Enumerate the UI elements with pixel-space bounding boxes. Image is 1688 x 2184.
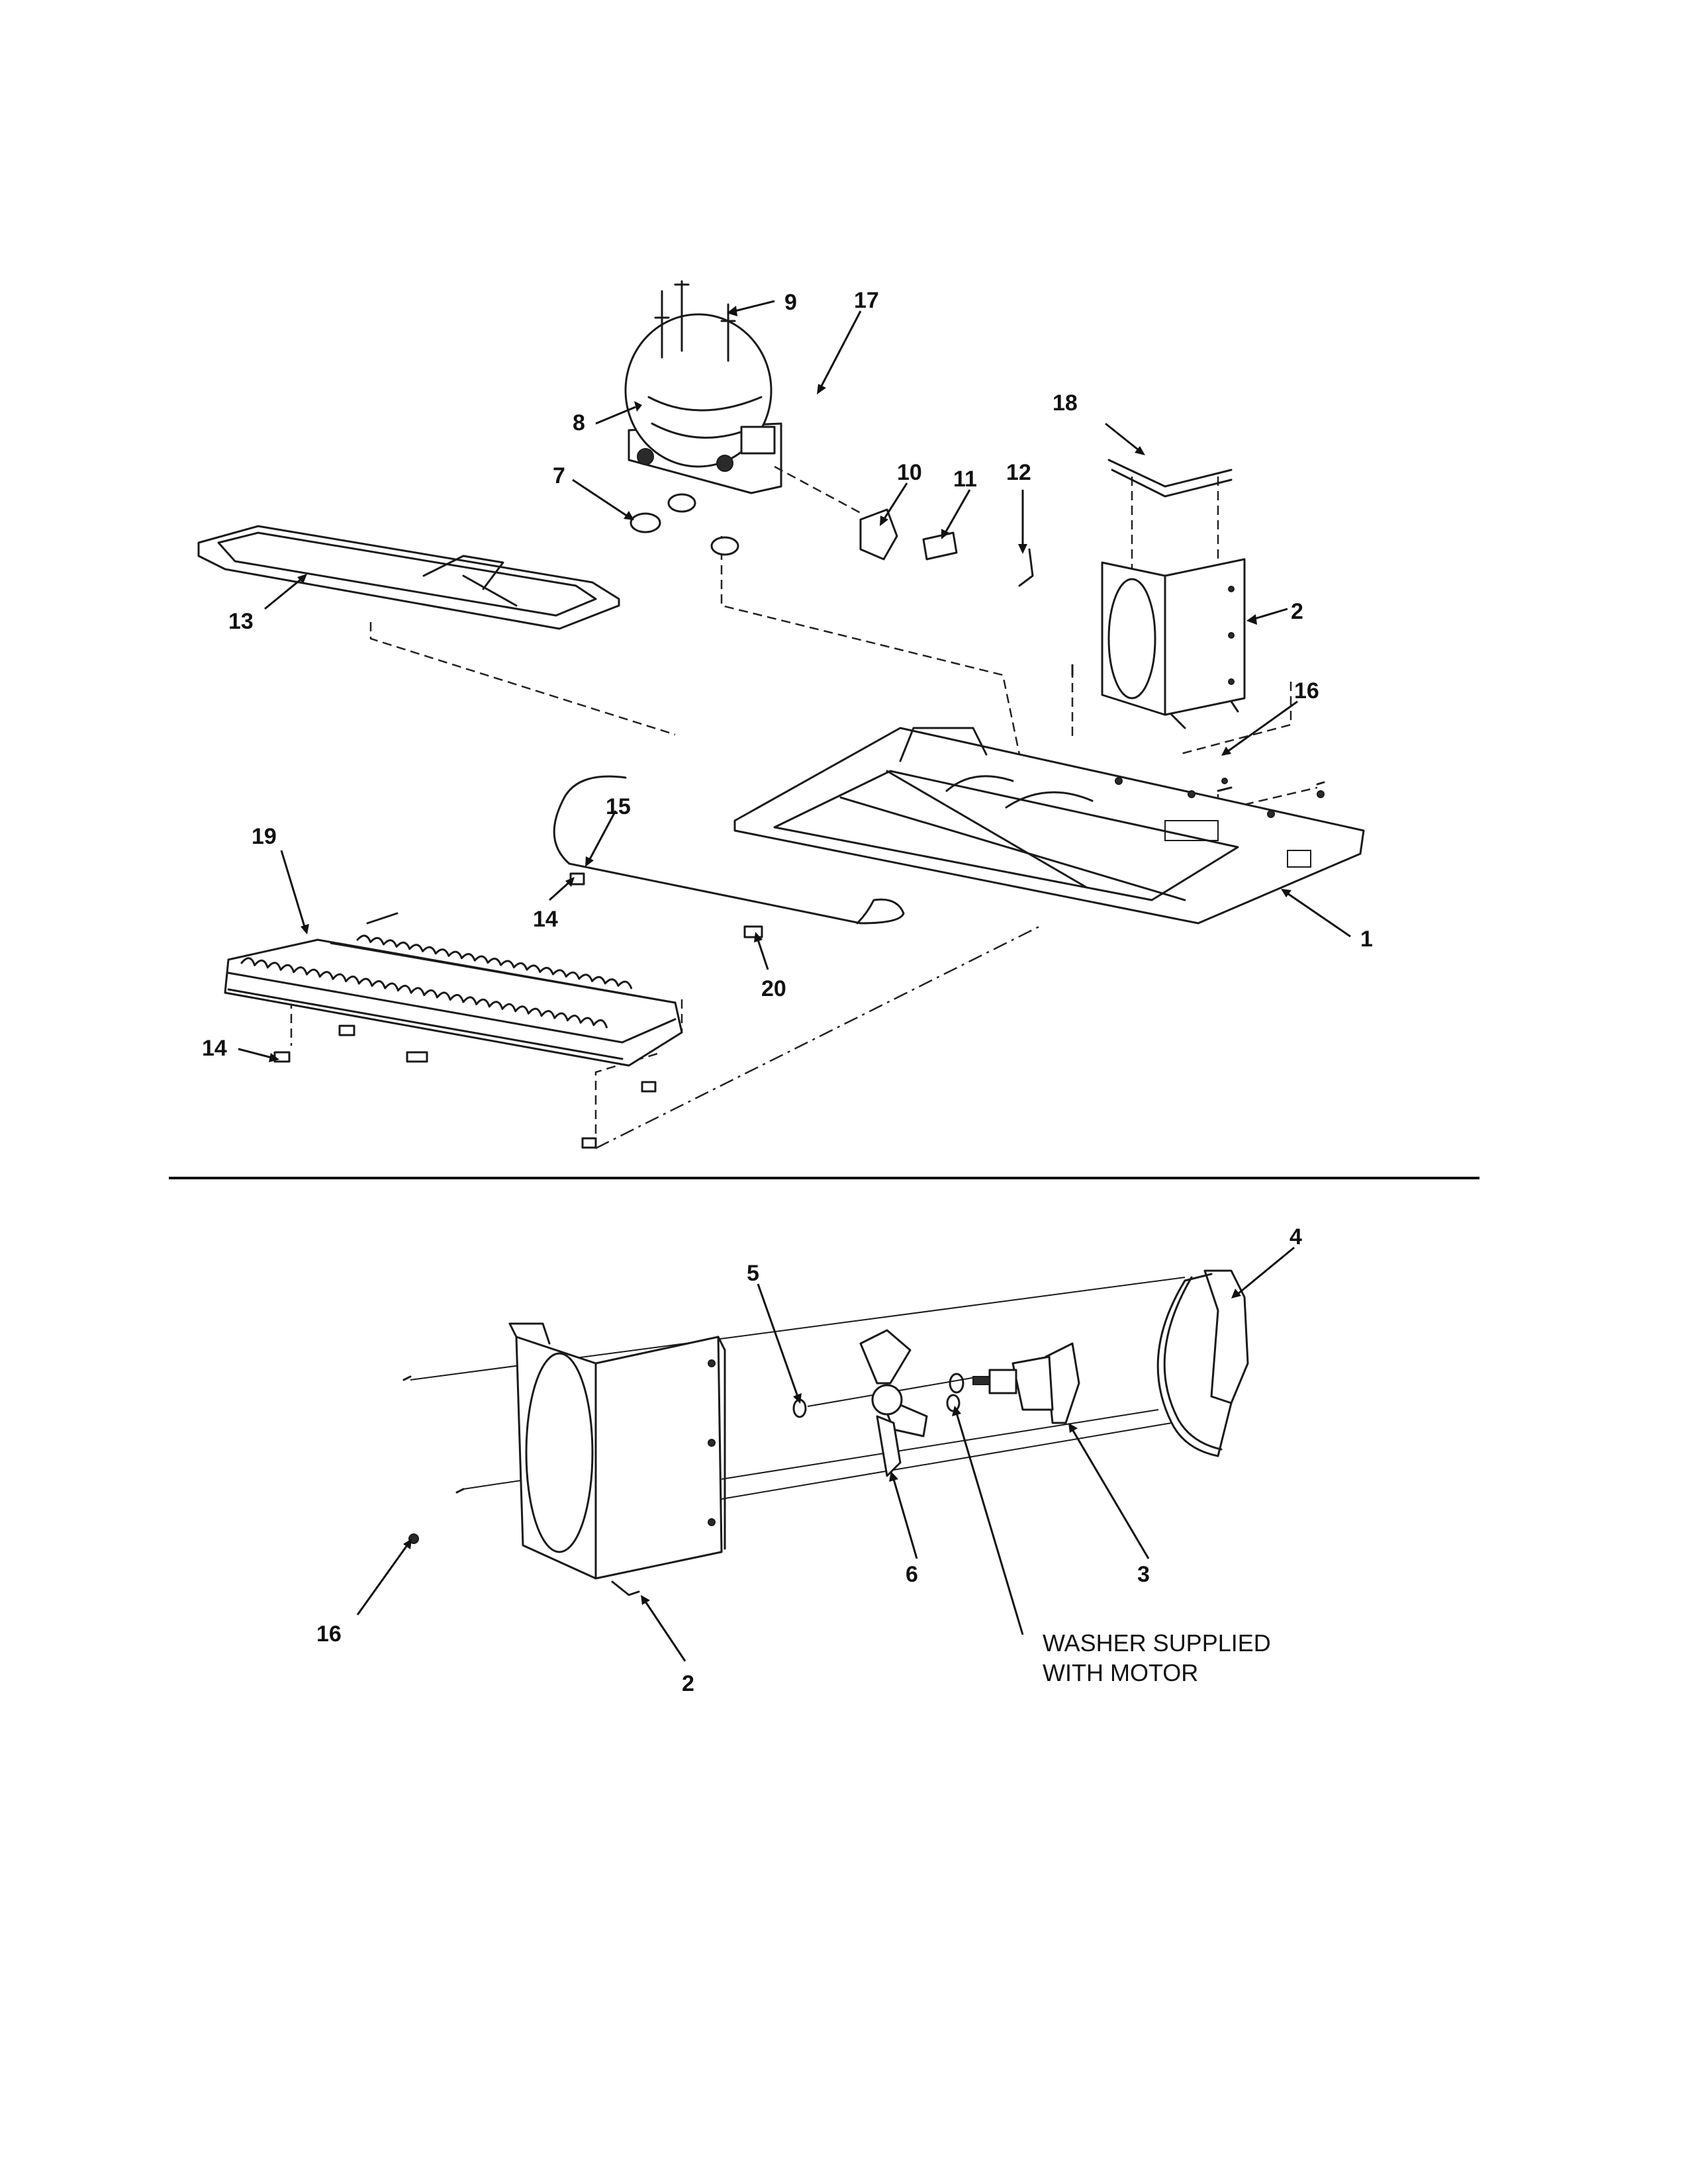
relay-components (774, 465, 1034, 587)
callout-10: 10 (897, 460, 922, 485)
callout-14-lower: 14 (202, 1036, 227, 1061)
leaders-bottom (356, 1246, 1295, 1662)
callout-8: 8 (573, 410, 585, 435)
top-exploded-view: 9 17 8 7 10 11 12 18 13 2 16 15 19 14 14… (197, 280, 1373, 1150)
washer-note-line1: WASHER SUPPLIED (1043, 1629, 1271, 1657)
fan-shroud-bottom (508, 1322, 726, 1596)
callout-14-upper: 14 (533, 907, 558, 932)
leaders-top (238, 300, 1351, 1062)
callout-9: 9 (784, 290, 797, 315)
compressor (624, 280, 782, 556)
fan-blade (859, 1329, 928, 1477)
callouts-bottom: 4 5 6 3 16 2 WASHER SUPPLIED WITH MOTOR (316, 1224, 1302, 1696)
coil-loops (240, 934, 633, 1028)
callout-20: 20 (761, 976, 786, 1001)
callout-16-top: 16 (1294, 678, 1319, 704)
callout-2-bottom: 2 (682, 1671, 694, 1696)
callout-2-top: 2 (1291, 599, 1303, 624)
callout-16-bottom: 16 (316, 1621, 342, 1647)
fan-shroud-top (1101, 558, 1246, 729)
bracket (1107, 459, 1233, 498)
washer-note-line2: WITH MOTOR (1043, 1659, 1198, 1686)
callout-7: 7 (553, 463, 565, 488)
callouts-top: 9 17 8 7 10 11 12 18 13 2 16 15 19 14 14… (202, 288, 1373, 1061)
fan-motor (972, 1342, 1080, 1424)
screws-16-top (1071, 664, 1325, 792)
callout-18: 18 (1053, 390, 1078, 416)
base-plate (733, 727, 1365, 925)
callout-1: 1 (1360, 927, 1373, 952)
connecting-tube (553, 775, 905, 938)
callout-4: 4 (1289, 1224, 1302, 1250)
callout-3: 3 (1137, 1562, 1150, 1587)
callout-17: 17 (854, 288, 879, 313)
callout-12: 12 (1006, 460, 1031, 485)
callout-13: 13 (228, 609, 254, 634)
callout-11: 11 (953, 467, 977, 492)
callout-5: 5 (747, 1261, 759, 1286)
callout-6: 6 (906, 1562, 918, 1587)
screws-16-bottom (402, 1375, 465, 1544)
motor-bracket (1156, 1269, 1249, 1457)
callout-19: 19 (252, 824, 277, 849)
callout-15: 15 (606, 794, 631, 819)
condenser-coil (224, 912, 683, 1149)
drain-pan (197, 525, 620, 630)
bottom-exploded-view: 4 5 6 3 16 2 WASHER SUPPLIED WITH MOTOR (316, 1224, 1302, 1696)
